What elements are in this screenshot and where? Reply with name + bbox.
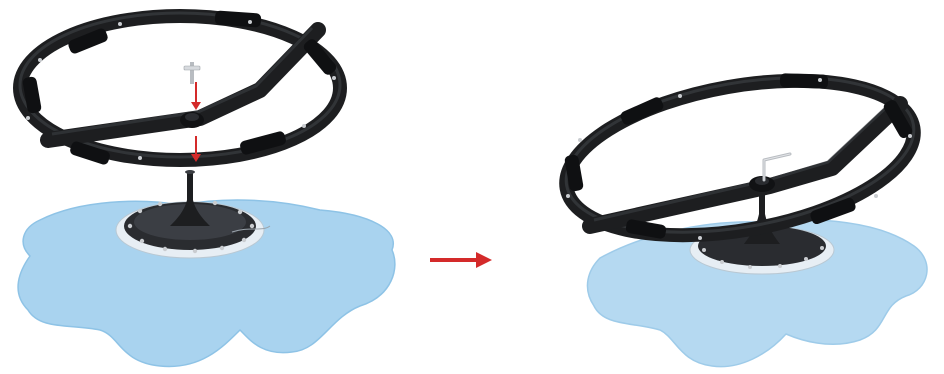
mount-post-left	[187, 172, 193, 204]
ring-frame-left	[20, 10, 340, 165]
panel-after	[554, 54, 927, 367]
screw-icon	[184, 62, 200, 84]
right-arrow-icon	[430, 252, 492, 268]
insert-arrow-icon	[191, 82, 201, 110]
panel-before	[18, 10, 395, 366]
